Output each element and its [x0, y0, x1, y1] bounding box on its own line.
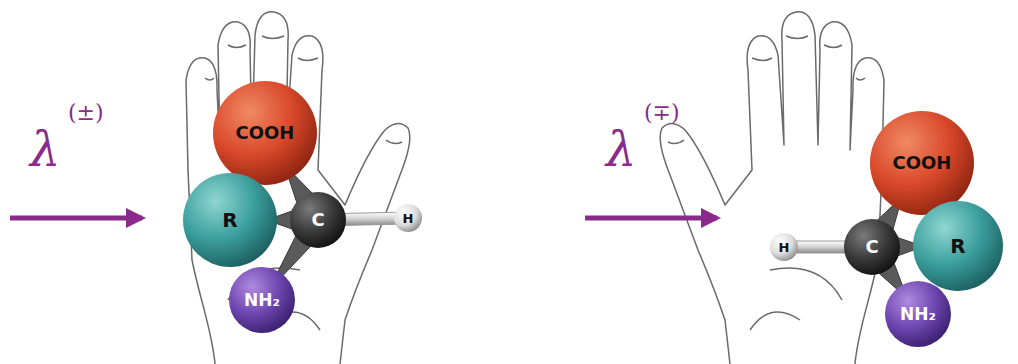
atom-label: NH₂ — [244, 292, 280, 309]
atom-label: C — [311, 211, 324, 229]
wavelength-symbol: λ — [30, 125, 60, 173]
atom-ball: R — [183, 173, 277, 267]
atom-label: COOH — [236, 124, 295, 142]
atom-ball: NH₂ — [885, 281, 951, 347]
polarisation-superscript: (∓) — [644, 102, 680, 124]
atom-label: R — [222, 210, 237, 230]
atom-sphere — [844, 219, 900, 275]
atom-ball: C — [290, 192, 346, 248]
bond-stick — [344, 212, 396, 225]
atom-ball: COOH — [870, 111, 974, 215]
atom-label: H — [403, 212, 414, 225]
atom-sphere — [290, 192, 346, 248]
atom-ball: H — [394, 204, 422, 232]
atom-label: NH₂ — [900, 306, 936, 323]
atom-ball: NH₂ — [229, 267, 295, 333]
atom-sphere — [394, 204, 422, 232]
atom-sphere — [213, 81, 317, 185]
atom-label: H — [779, 241, 790, 254]
reaction-arrow — [10, 216, 142, 221]
atom-sphere — [770, 233, 798, 261]
atom-label: C — [865, 238, 878, 256]
atom-ball: COOH — [213, 81, 317, 185]
atom-sphere — [229, 267, 295, 333]
atom-ball: R — [913, 201, 1003, 291]
bond-stick — [796, 241, 846, 253]
polarisation-superscript: (±) — [68, 102, 104, 124]
atom-sphere — [183, 173, 277, 267]
bond-wedge — [275, 211, 292, 229]
bond-wedge — [898, 238, 915, 256]
atom-sphere — [913, 201, 1003, 291]
atom-sphere — [870, 111, 974, 215]
wavelength-symbol: λ — [606, 125, 636, 173]
atom-ball: H — [770, 233, 798, 261]
atom-ball: C — [844, 219, 900, 275]
atom-label: R — [950, 236, 965, 256]
atom-sphere — [885, 281, 951, 347]
hand-outline — [660, 12, 884, 364]
reaction-arrow — [585, 216, 717, 221]
atom-label: COOH — [893, 154, 952, 172]
